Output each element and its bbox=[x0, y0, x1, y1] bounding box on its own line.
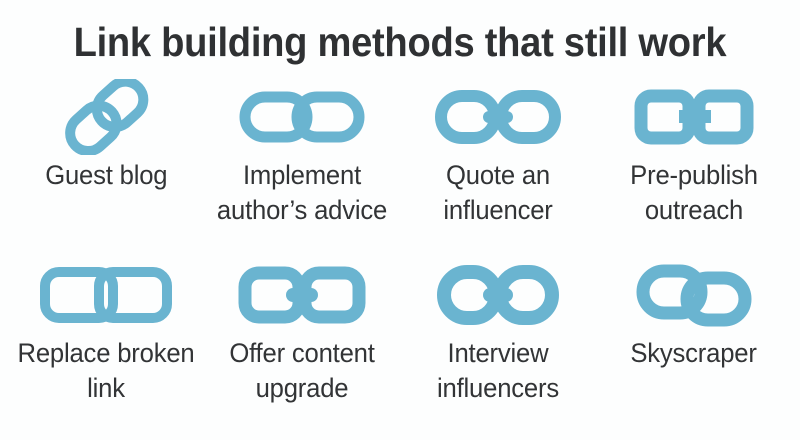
chain-link-circular-bar-icon bbox=[435, 256, 561, 334]
methods-grid: Guest blog Implement author’s advice bbox=[0, 78, 800, 440]
page-title: Link building methods that still work bbox=[73, 18, 727, 65]
method-label: Pre-publish outreach bbox=[630, 160, 758, 225]
method-label: Guest blog bbox=[44, 160, 168, 190]
method-card[interactable]: Interview influencers bbox=[400, 256, 596, 434]
method-card[interactable]: Skyscraper bbox=[596, 256, 792, 434]
chain-link-rounded-bar-icon bbox=[433, 78, 563, 156]
method-label: Skyscraper bbox=[630, 338, 758, 368]
method-card[interactable]: Quote an influencer bbox=[400, 78, 596, 256]
method-label: Quote an influencer bbox=[443, 160, 553, 225]
method-card[interactable]: Offer content upgrade bbox=[204, 256, 400, 434]
chain-link-square-bar-icon bbox=[236, 256, 368, 334]
method-card[interactable]: Implement author’s advice bbox=[204, 78, 400, 256]
method-label: Offer content upgrade bbox=[229, 338, 375, 403]
method-label: Replace broken link bbox=[17, 338, 195, 403]
method-card[interactable]: Guest blog bbox=[8, 78, 204, 256]
title-container: Link building methods that still work bbox=[0, 0, 800, 78]
chain-link-octagonal-bar-icon bbox=[629, 78, 759, 156]
method-label: Implement author’s advice bbox=[216, 160, 388, 225]
chain-link-diagonal-icon bbox=[54, 78, 158, 156]
chain-link-oval-overlap-icon bbox=[635, 256, 753, 334]
method-card[interactable]: Pre-publish outreach bbox=[596, 78, 792, 256]
method-card[interactable]: Replace broken link bbox=[8, 256, 204, 434]
chain-link-horizontal-interlocked-icon bbox=[238, 78, 366, 156]
chain-link-square-outline-interlocked-icon bbox=[38, 256, 174, 334]
method-label: Interview influencers bbox=[437, 338, 559, 403]
